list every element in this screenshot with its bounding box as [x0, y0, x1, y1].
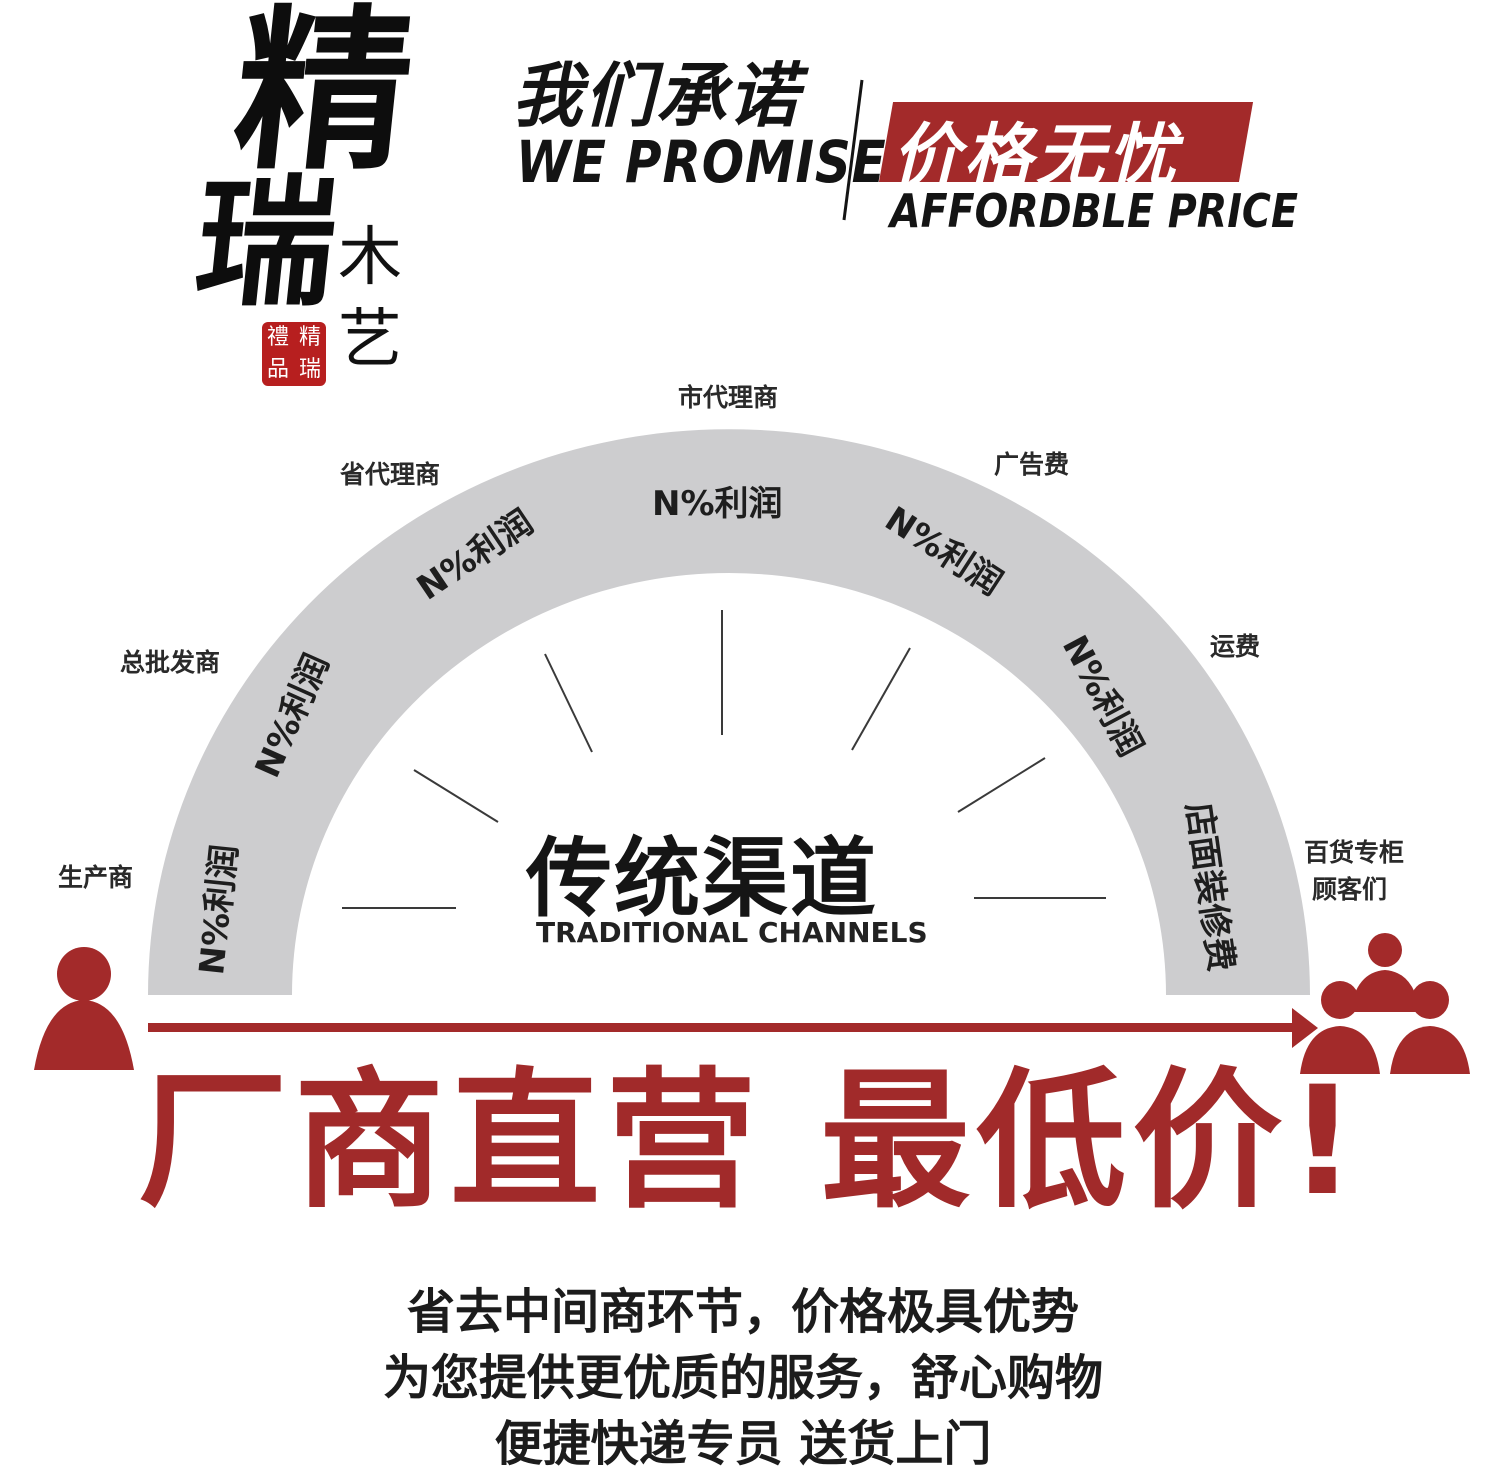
flow-arrow-head [1292, 1008, 1318, 1048]
price-title-en: AFFORDBLE PRICE [890, 184, 1298, 238]
node-shipping: 运费 [1210, 632, 1261, 661]
node-customers: 顾客们 [1312, 875, 1388, 904]
node-store: 百货专柜 [1304, 838, 1405, 867]
seal-char: 禮 [266, 325, 289, 350]
center-title-en: TRADITIONAL CHANNELS [536, 916, 928, 949]
flow-arrow-shaft [148, 1023, 1296, 1032]
brand-seal: 禮 精 品 瑞 [262, 322, 326, 386]
radial-rays [342, 610, 1106, 909]
node-producer: 生产商 [58, 863, 134, 892]
price-title-cn: 价格无忧 [892, 117, 1181, 196]
node-city-agent: 市代理商 [678, 383, 779, 412]
brand-char-mu: 木 [338, 221, 402, 295]
seal-char: 品 [266, 357, 289, 382]
benefit-line: 便捷快递专员 送货上门 [494, 1416, 992, 1472]
promise-title-en: WE PROMISE [516, 128, 887, 196]
seal-char: 精 [298, 325, 321, 350]
node-ad-fee: 广告费 [994, 450, 1070, 479]
headline: 厂商直营 最低价! [138, 1055, 1363, 1229]
customers-group-icon [1300, 933, 1470, 1074]
producer-person-icon [34, 947, 134, 1070]
brand-char-yi: 艺 [338, 303, 402, 377]
promise-title-cn: 我们承诺 [512, 55, 800, 137]
center-title-cn: 传统渠道 [526, 829, 878, 929]
benefit-line: 为您提供更优质的服务，舒心购物 [382, 1350, 1103, 1406]
node-wholesaler: 总批发商 [120, 648, 221, 677]
divider-slash [842, 79, 864, 221]
arc-profit-label: N%利润 [652, 484, 783, 524]
node-province-agent: 省代理商 [340, 460, 441, 489]
benefit-line: 省去中间商环节，价格极具优势 [406, 1284, 1079, 1340]
seal-char: 瑞 [298, 357, 321, 382]
channel-arc [148, 429, 1310, 995]
